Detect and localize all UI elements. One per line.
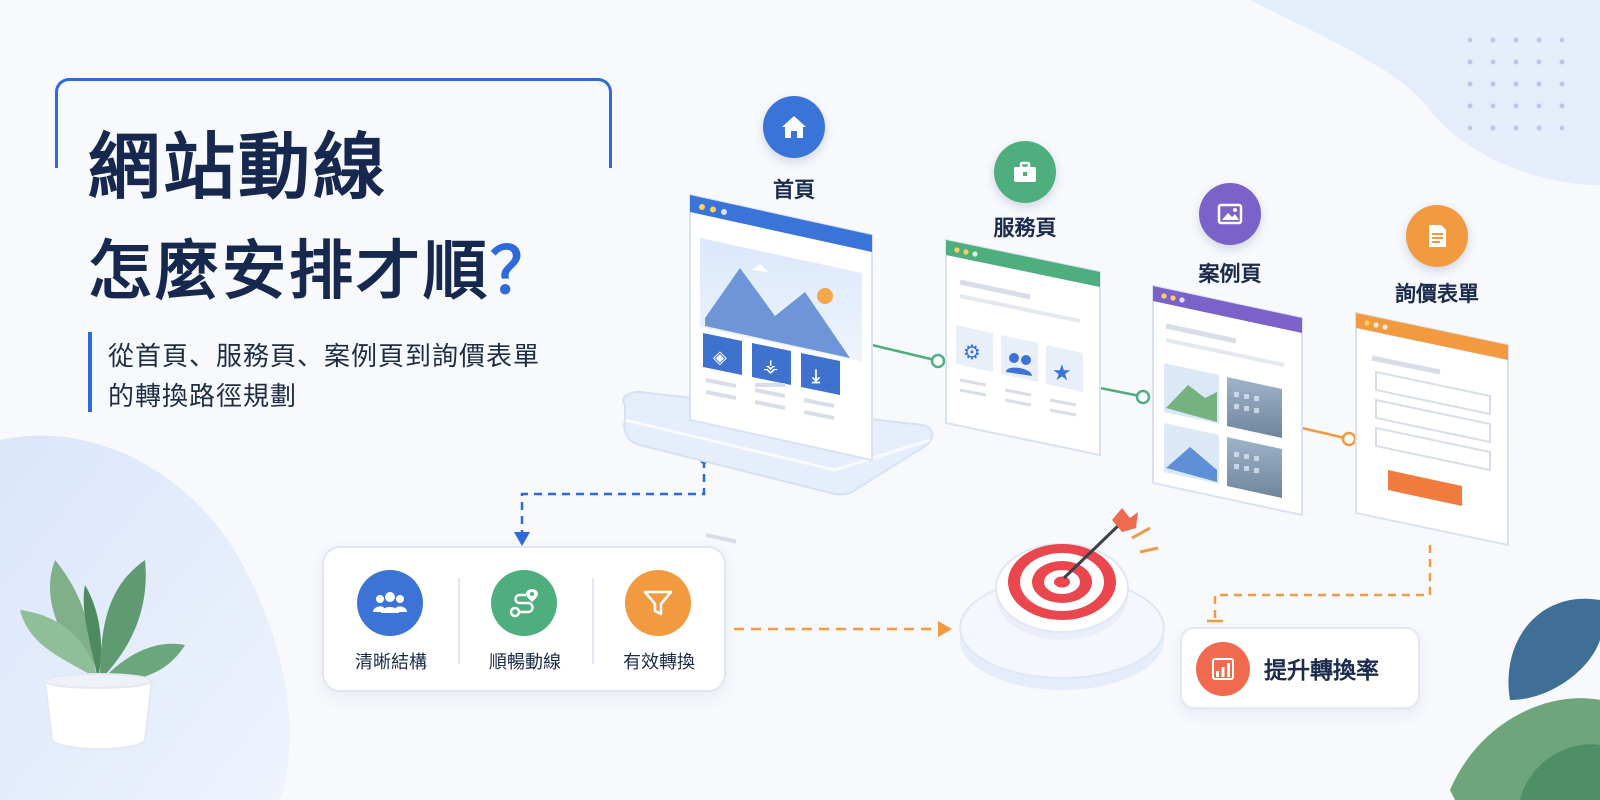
subtitle-line2: 的轉換路徑規劃 [108,382,298,412]
service-page-window: ⚙ ★ [945,238,1101,457]
feature-card: 清晰結構 順暢動線 有效轉換 [322,546,726,692]
svg-text:⚙: ⚙ [963,340,981,364]
step-label-form: 詢價表單 [1395,282,1479,306]
step-label-home: 首頁 [773,178,815,202]
leaf-decoration [1450,598,1600,800]
plant-decoration [20,560,185,750]
page-title-line2-text: 怎麼安排才順 [88,235,490,309]
page-title-line2: 怎麼安排才順？ [88,220,557,312]
title-frame [55,78,612,168]
result-card: 提升轉換率 [1180,627,1420,709]
bar-chart-icon [1196,642,1250,696]
divider [592,578,594,664]
connector-service-case [1099,386,1141,398]
connector-case-form [1301,426,1346,440]
subtitle-line1: 從首頁、服務頁、案例頁到詢價表單 [108,342,541,372]
image-icon [1199,183,1261,245]
funnel-icon [625,570,691,636]
connector-home-service [871,343,936,362]
svg-text:◈: ◈ [713,347,727,368]
flow-home-to-features [520,460,706,538]
flow-form-to-result [1213,545,1432,620]
svg-text:⚶: ⚶ [763,356,778,377]
feature-smooth-flow: 順暢動線 [458,548,592,690]
case-page-window [1152,284,1303,517]
feature-effective-conversion: 有效轉換 [592,548,726,690]
form-page-window [1355,311,1509,547]
title-question-mark: ？ [490,235,557,309]
feature-label: 有效轉換 [623,652,695,673]
page-title: 網站動線 [88,125,389,209]
home-page-window: ◈ ⚶ ⤓ [689,193,873,544]
result-label: 提升轉換率 [1264,658,1379,684]
users-icon [357,570,423,636]
feature-label: 順暢動線 [489,652,561,673]
divider [458,578,460,664]
subtitle-accent-bar [88,332,92,412]
document-icon [1406,205,1468,267]
briefcase-icon [994,141,1056,203]
dot-grid-decoration [1467,37,1565,131]
route-icon [491,570,557,636]
svg-text:★: ★ [1052,361,1072,386]
step-label-case: 案例頁 [1198,262,1262,286]
home-icon [763,96,825,158]
target-icon [959,508,1165,690]
svg-text:⤓: ⤓ [811,366,821,387]
bg-blob-top-right [1250,0,1600,185]
step-label-service: 服務頁 [993,216,1057,240]
feature-clear-structure: 清晰結構 [324,548,458,690]
feature-label: 清晰結構 [355,652,427,673]
